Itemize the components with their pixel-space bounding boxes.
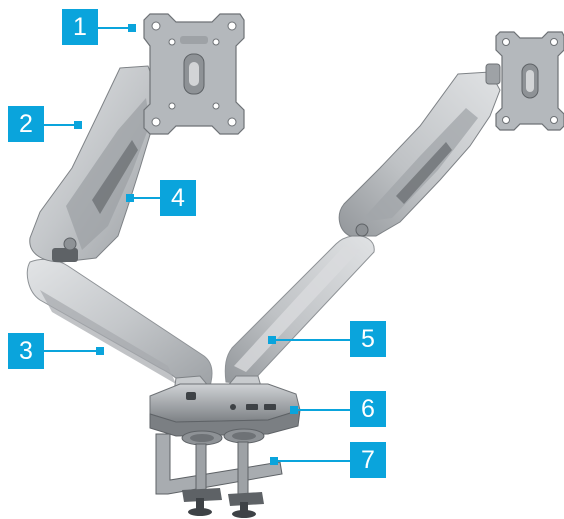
callout-6-leader: [294, 409, 350, 411]
left-upper-arm: [29, 65, 157, 263]
callout-1-leader: [96, 27, 132, 29]
callout-4: 4: [160, 180, 196, 216]
callout-5-leader: [272, 339, 350, 341]
callout-2-dot: [74, 121, 82, 129]
callout-2-leader: [44, 124, 78, 126]
base-hub: [149, 375, 301, 437]
left-lower-arm: [26, 258, 213, 393]
callout-4-dot: [126, 194, 134, 202]
callout-5: 5: [350, 321, 386, 357]
callout-3-dot: [96, 347, 104, 355]
callout-6-dot: [290, 406, 298, 414]
usb-port-icon: [246, 404, 258, 410]
callout-3: 3: [8, 333, 44, 369]
callout-6: 6: [350, 391, 386, 427]
callout-7-leader: [274, 460, 350, 462]
callout-2: 2: [8, 106, 44, 142]
callout-7-dot: [270, 457, 278, 465]
audio-port-icon: [230, 404, 236, 410]
callout-5-dot: [268, 336, 276, 344]
callout-3-leader: [44, 350, 100, 352]
right-lower-arm: [224, 235, 375, 385]
callout-1-dot: [128, 24, 136, 32]
left-vesa-plate-icon: [143, 13, 245, 135]
callout-1: 1: [62, 9, 98, 45]
callout-7: 7: [350, 442, 386, 478]
right-upper-arm: [338, 71, 501, 237]
right-vesa-plate-icon: [485, 31, 564, 131]
callout-4-leader: [130, 197, 160, 199]
c-clamp-icon: [155, 428, 283, 518]
